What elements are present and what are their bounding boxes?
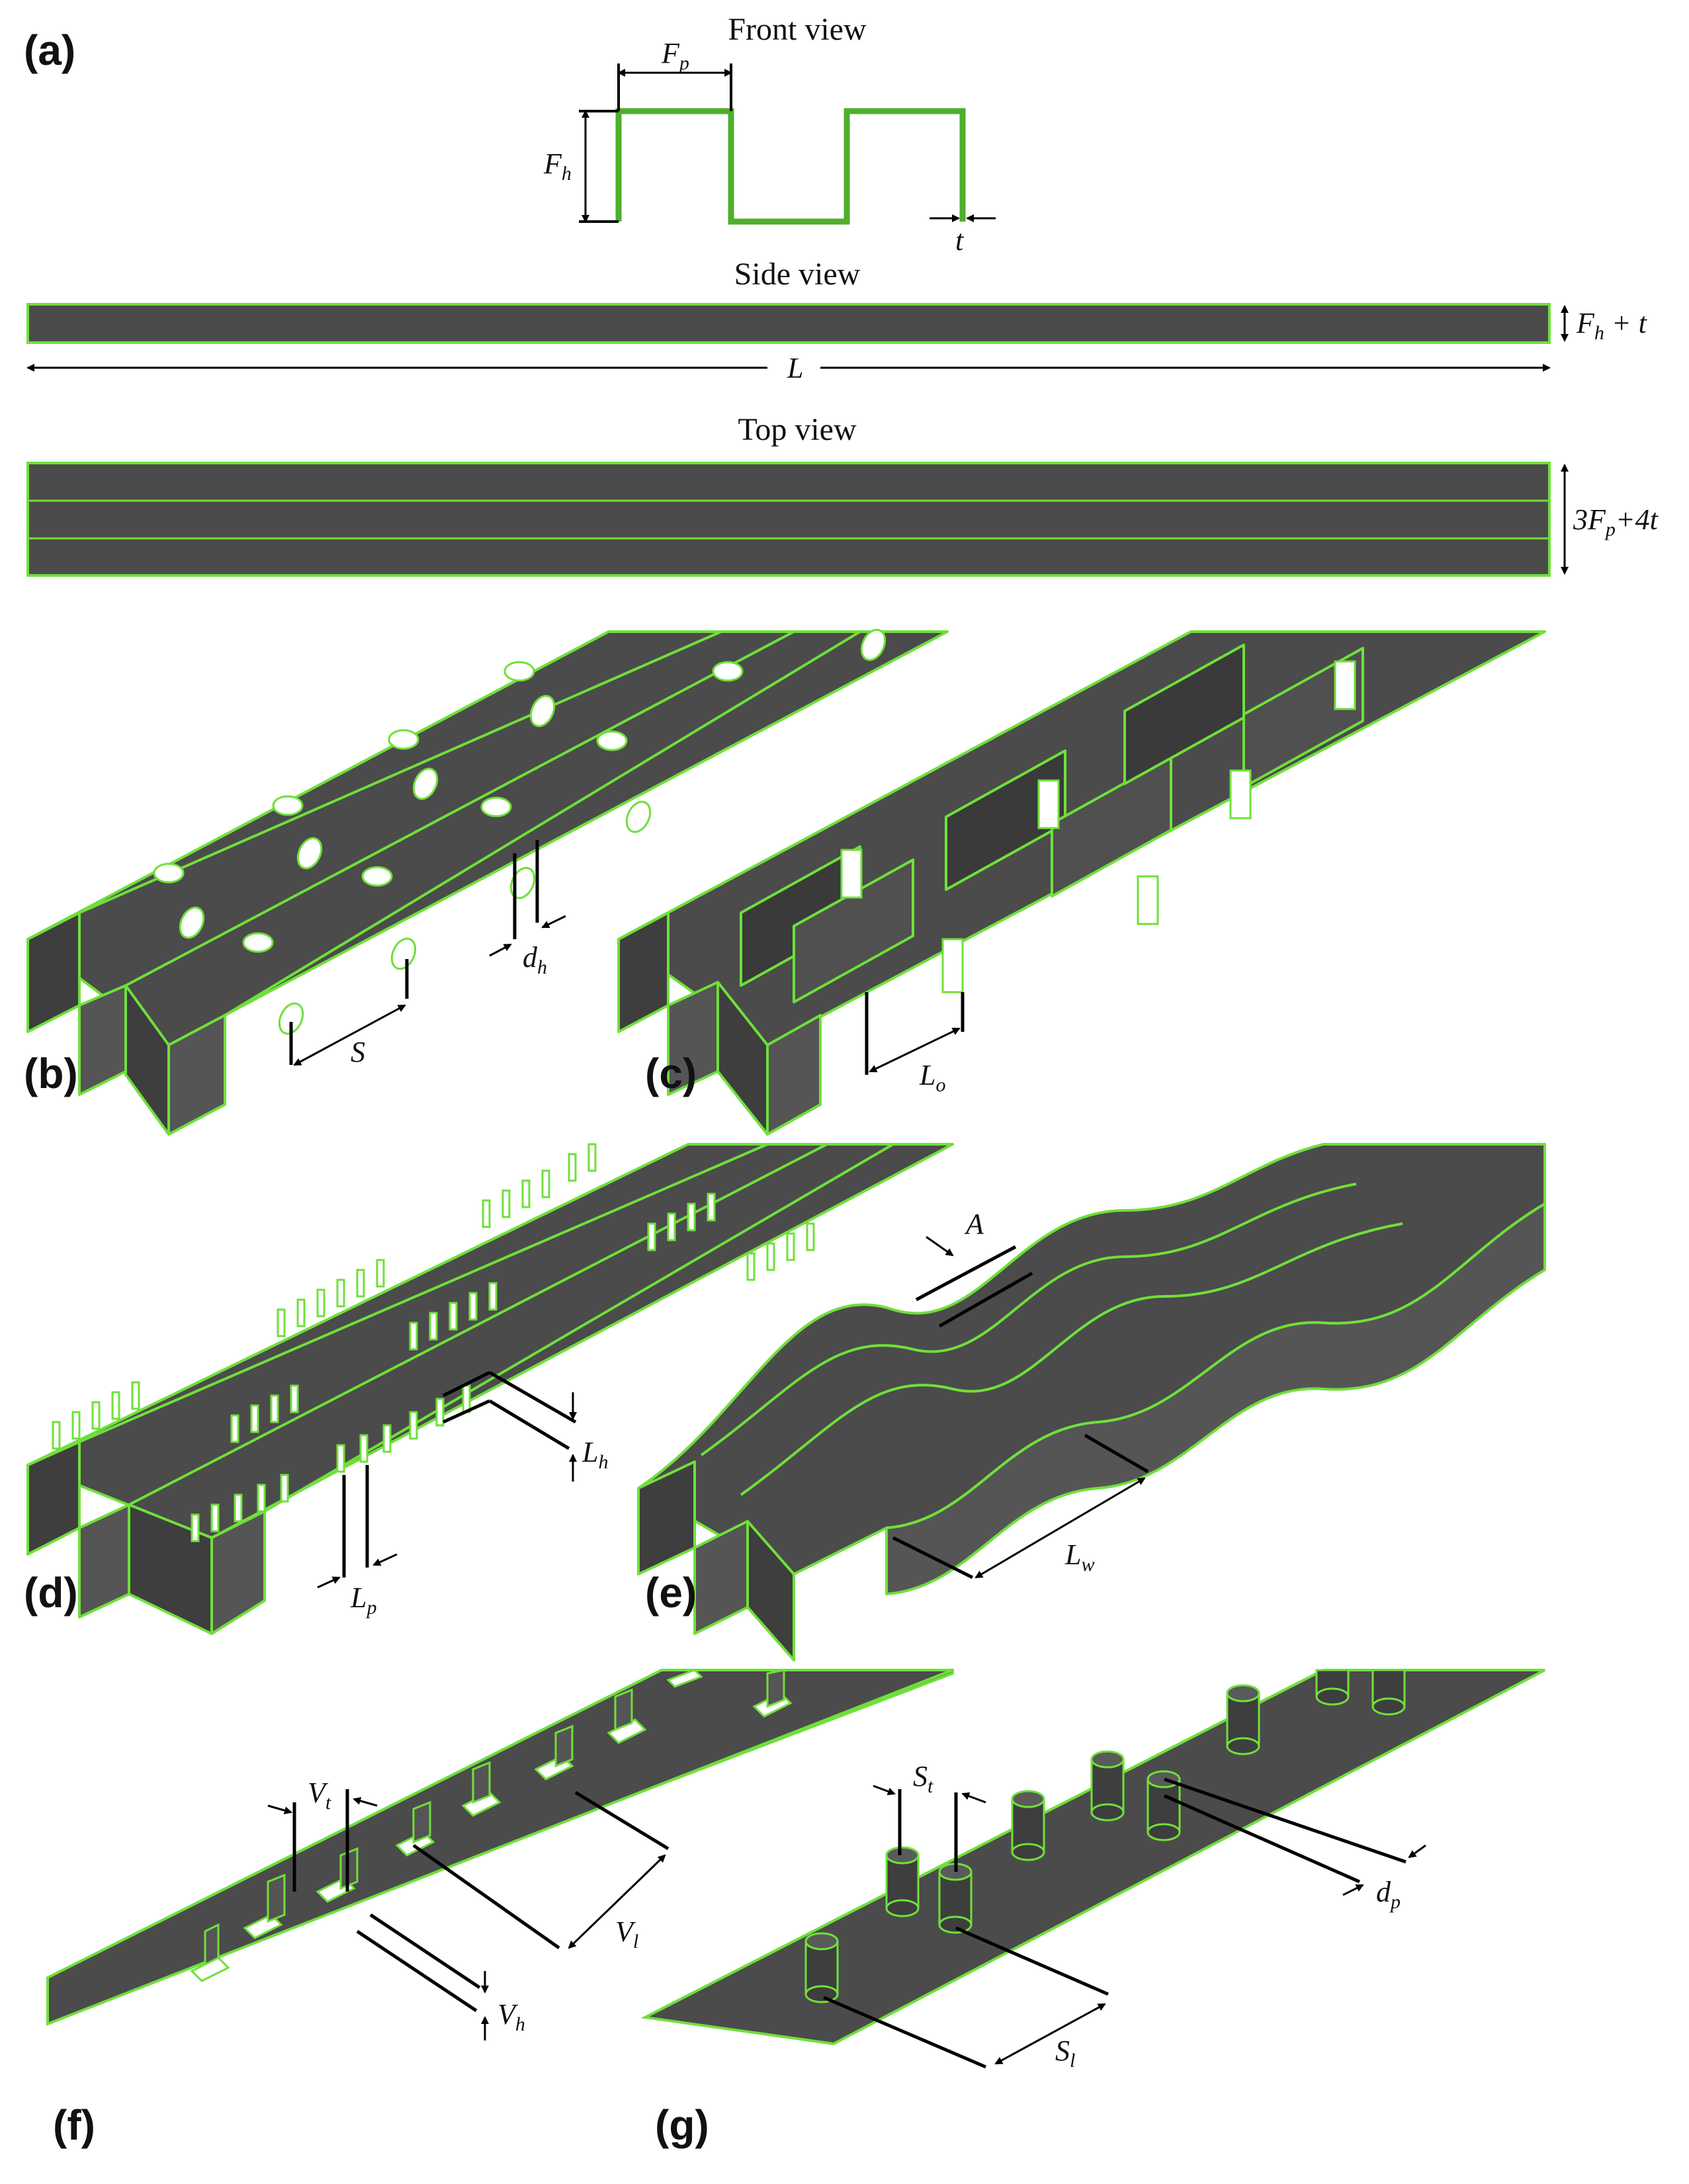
louver-slots (52, 1143, 815, 1542)
thickness-label: t (955, 224, 965, 257)
amplitude-arrow (926, 1236, 954, 1257)
panel-label-f: (f) (53, 2101, 95, 2149)
transverse-arrow-right (961, 1792, 986, 1804)
diameter-arrow-right (541, 915, 566, 929)
perforation-holes (153, 628, 887, 1035)
panel-b: S dh (b) (24, 628, 949, 1136)
pin-diameter-leader-1 (1164, 1777, 1407, 1864)
vortex-generator-plate-body (46, 1669, 953, 2026)
hole-spacing-label: S (351, 1036, 365, 1068)
amplitude-leader-1 (915, 1245, 1017, 1302)
diameter-arrow-left (489, 943, 512, 957)
wavelength-leader-1 (892, 1536, 974, 1579)
vg-longitudinal-label: Vl (615, 1915, 638, 1953)
louver-height-leader-1b (488, 1370, 577, 1424)
panel-g: St Sl dp (g) (640, 1669, 1545, 2149)
louver-pitch-arrow-left (317, 1576, 341, 1589)
panel-f: Vt Vl Vh (f) (46, 1669, 954, 2149)
vg-height-leader-1 (356, 1929, 478, 2013)
panel-a: (a) Front view Fp Fh t Side view Fh + t … (24, 12, 1659, 577)
side-view-title: Side view (734, 257, 861, 292)
fin-pitch-label: Fp (661, 37, 689, 74)
front-view-profile (615, 108, 966, 225)
transverse-arrow-left (873, 1785, 896, 1796)
vg-thickness-arrow-right (353, 1796, 378, 1807)
vg-height-label: Vh (498, 1998, 525, 2035)
top-width-label: 3Fp+4t (1573, 503, 1659, 540)
vg-height-leader-2 (369, 1913, 481, 1990)
louver-pitch-arrow-right (372, 1553, 398, 1566)
vg-longitudinal-dimension (568, 1854, 666, 1949)
vg-longitudinal-leader-1 (412, 1843, 560, 1950)
wavelength-dimension (974, 1477, 1146, 1579)
longitudinal-spacing-dimension (994, 2003, 1106, 2065)
louver-height-leader-2 (442, 1399, 491, 1424)
panel-label-e: (e) (645, 1569, 697, 1617)
longitudinal-leader-1 (823, 1995, 986, 2069)
top-view-title: Top view (738, 412, 857, 447)
louver-height-label: Lh (582, 1436, 608, 1473)
length-label: L (787, 352, 803, 384)
side-height-label: Fh + t (1576, 307, 1648, 344)
offset-length-dimension (869, 1027, 961, 1073)
vg-longitudinal-leader-2 (574, 1790, 670, 1851)
pin-diameter-label: dp (1376, 1876, 1401, 1913)
panel-label-d: (d) (24, 1569, 78, 1617)
louvered-fin-body (26, 1143, 954, 1635)
louver-height-leader-1 (442, 1370, 491, 1398)
longitudinal-leader-2 (955, 1926, 1109, 1996)
transverse-spacing-label: St (913, 1760, 933, 1797)
amplitude-leader-2 (938, 1271, 1033, 1328)
pin-fins (804, 1669, 1406, 2003)
vortex-generators (190, 1669, 793, 1982)
louver-height-leader-2b (488, 1399, 570, 1450)
offset-gaps (840, 660, 1356, 993)
pin-diameter-arrow-right (1408, 1844, 1426, 1859)
panel-label-c: (c) (645, 1050, 697, 1097)
pin-diameter-arrow-left (1342, 1884, 1364, 1896)
pin-diameter-leader-2 (1163, 1794, 1361, 1884)
side-view-strip (26, 303, 1551, 344)
vg-thickness-label: Vt (308, 1777, 331, 1814)
panel-label-a: (a) (24, 26, 75, 74)
wavelength-label: Lw (1064, 1538, 1095, 1575)
panel-c: Lo (c) (617, 630, 1546, 1136)
offset-strip-fin-body (617, 630, 1546, 1136)
vg-thickness-arrow-left (267, 1804, 292, 1815)
fin-height-label: Fh (543, 147, 572, 185)
panel-label-g: (g) (655, 2101, 709, 2149)
longitudinal-spacing-label: Sl (1055, 2035, 1075, 2072)
panel-e: A Lw (e) (637, 1143, 1546, 1661)
hole-spacing-dimension (293, 1004, 406, 1066)
louver-pitch-label: Lp (350, 1581, 376, 1618)
wavelength-leader-2 (1084, 1433, 1149, 1474)
amplitude-label: A (964, 1208, 984, 1240)
hole-diameter-label: dh (523, 941, 547, 978)
top-view-strip (26, 462, 1551, 577)
offset-length-label: Lo (919, 1059, 945, 1096)
panel-d: Lp Lh (d) (24, 1143, 954, 1635)
front-view-title: Front view (728, 12, 867, 47)
panel-label-b: (b) (24, 1050, 78, 1097)
